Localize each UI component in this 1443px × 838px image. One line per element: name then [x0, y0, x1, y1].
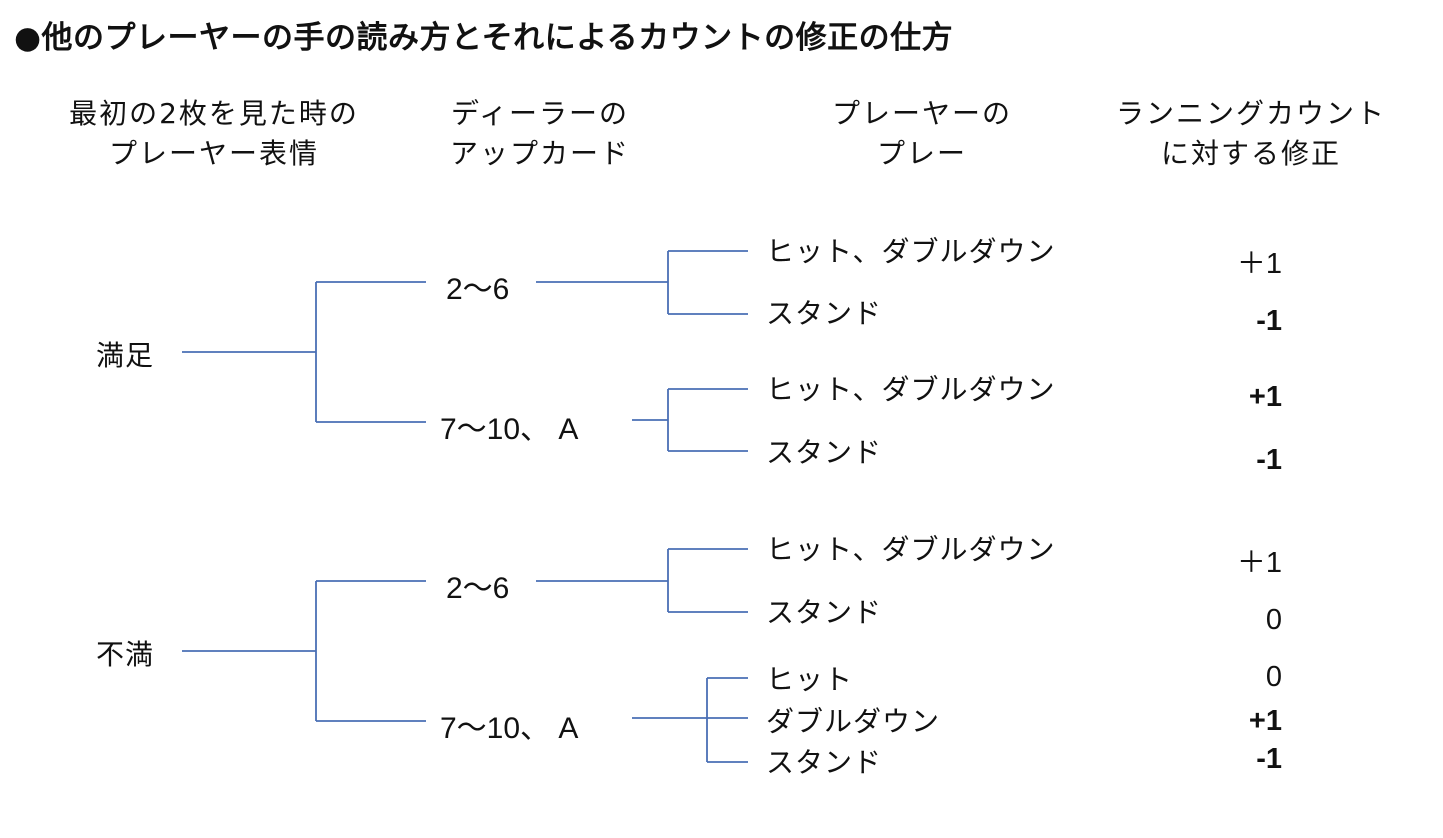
- adjustment-value: -1: [1256, 444, 1282, 476]
- header-dealer-upcard: ディーラーの アップカード: [430, 94, 650, 174]
- play-label: スタンド: [766, 596, 883, 629]
- header-line: プレー: [876, 137, 967, 170]
- page-title: ●他のプレーヤーの手の読み方とそれによるカウントの修正の仕方: [14, 20, 954, 56]
- play-label: ヒット: [766, 663, 854, 696]
- adjustment-value: +1: [1248, 381, 1282, 413]
- header-line: 最初の2枚を見た時の: [69, 97, 359, 130]
- adjustment-value: 0: [1265, 604, 1282, 636]
- play-label: スタンド: [766, 746, 883, 779]
- upcard-high: 7〜10、 A: [440, 712, 579, 745]
- adjustment-value: -1: [1256, 305, 1282, 337]
- header-line: ランニングカウント: [1115, 97, 1386, 130]
- play-label: ヒット、ダブルダウン: [766, 373, 1056, 406]
- upcard-high: 7〜10、 A: [440, 413, 579, 446]
- adjustment-value: 0: [1265, 661, 1282, 693]
- play-label: ヒット、ダブルダウン: [766, 533, 1056, 566]
- play-label: スタンド: [766, 297, 883, 330]
- play-label: スタンド: [766, 436, 883, 469]
- header-line: プレーヤーの: [831, 97, 1012, 130]
- header-line: アップカード: [449, 137, 630, 170]
- header-player-play: プレーヤーの プレー: [812, 94, 1032, 174]
- adjustment-value: -1: [1256, 743, 1282, 775]
- header-line: に対する修正: [1160, 137, 1341, 170]
- header-line: ディーラーの: [450, 97, 630, 130]
- header-line: プレーヤー表情: [108, 137, 319, 170]
- header-count-adjustment: ランニングカウント に対する修正: [1092, 94, 1410, 174]
- upcard-low: 2〜6: [446, 273, 510, 306]
- play-label: ヒット、ダブルダウン: [766, 235, 1056, 268]
- header-player-expression: 最初の2枚を見た時の プレーヤー表情: [44, 94, 384, 174]
- adjustment-value: ＋1: [1236, 547, 1282, 579]
- adjustment-value: +1: [1248, 705, 1282, 737]
- play-label: ダブルダウン: [766, 705, 941, 738]
- adjustment-value: ＋1: [1236, 248, 1282, 280]
- expression-unsatisfied: 不満: [96, 638, 155, 671]
- expression-satisfied: 満足: [96, 339, 155, 372]
- upcard-low: 2〜6: [446, 572, 510, 605]
